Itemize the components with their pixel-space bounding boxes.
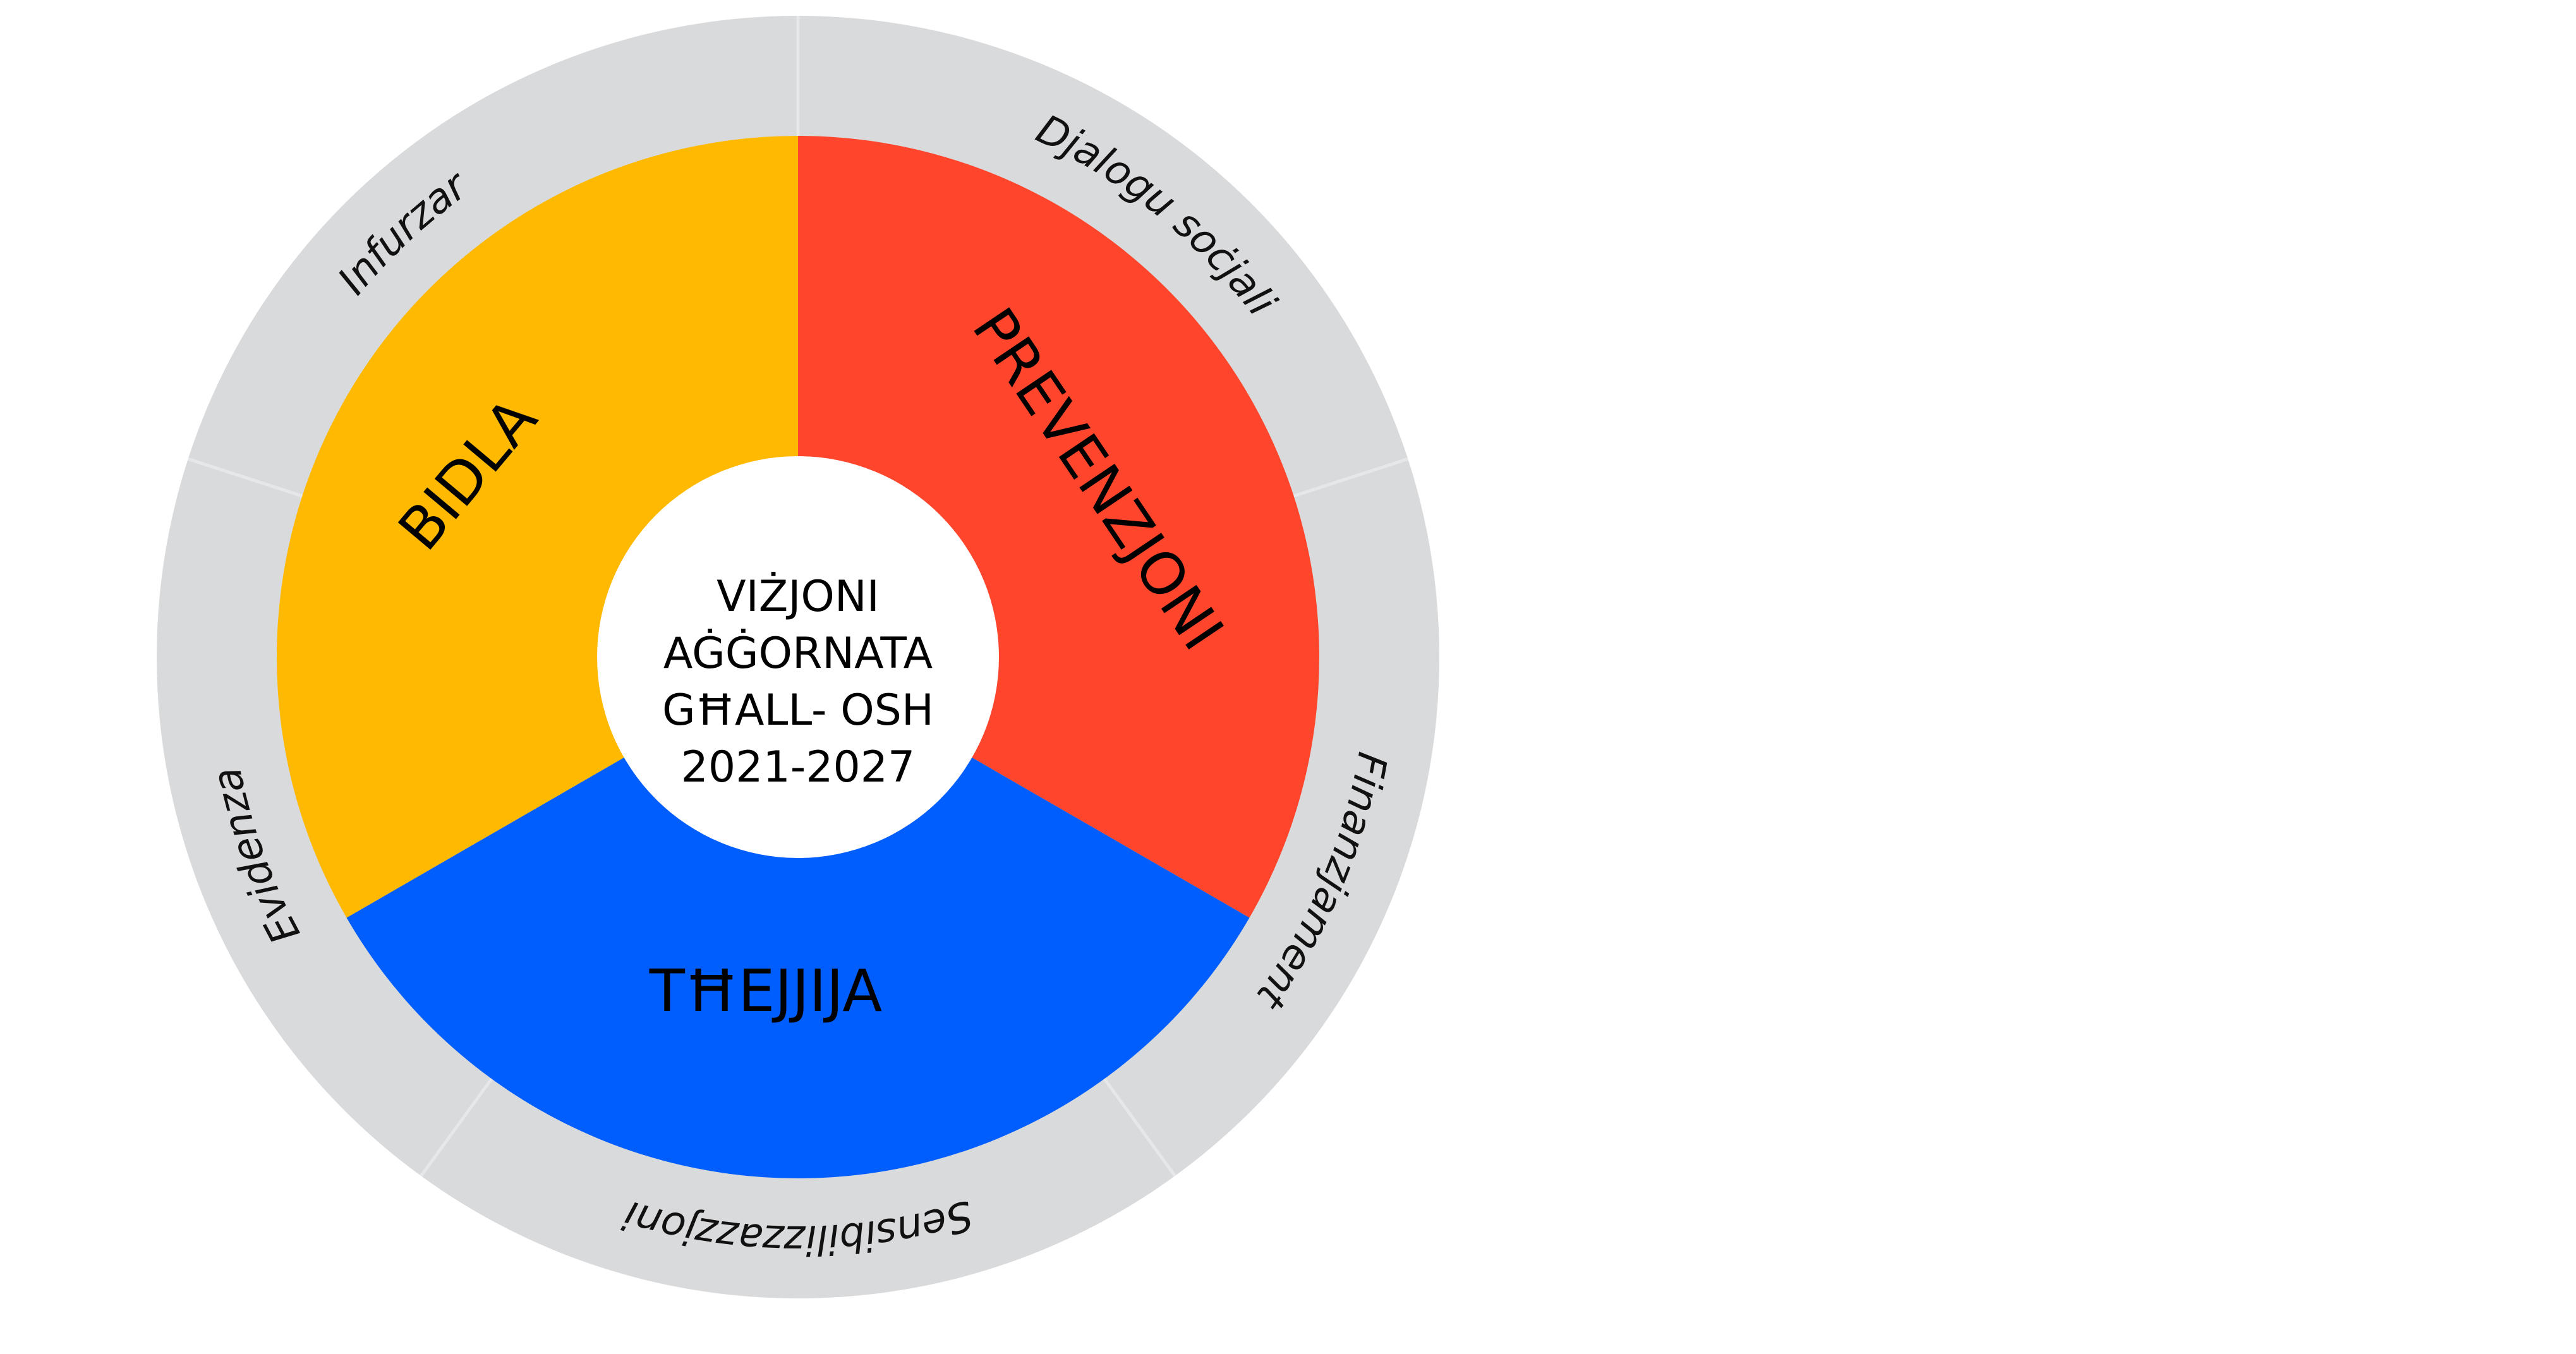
- center-line: VIŻJONI: [717, 572, 880, 622]
- center-title: VIŻJONI AĠĠORNATA GĦALL- OSH 2021-2027: [662, 572, 934, 792]
- center-circle: [597, 456, 999, 858]
- ring-divider: [1293, 457, 1409, 498]
- center-line: AĠĠORNATA: [663, 629, 933, 679]
- ring-divider: [187, 457, 303, 498]
- ring-divider: [1103, 1077, 1176, 1177]
- ring-divider: [420, 1077, 493, 1177]
- pillar-label-thejjija: TĦEJJIJA: [649, 957, 883, 1025]
- center-line: 2021-2027: [681, 742, 916, 792]
- center-line: GĦALL- OSH: [662, 686, 934, 735]
